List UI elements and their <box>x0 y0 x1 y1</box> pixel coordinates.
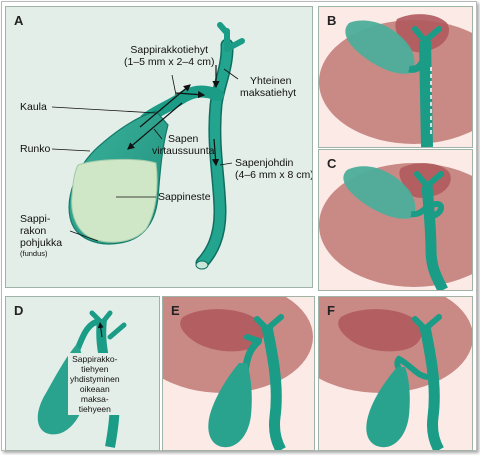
body-label: Runko <box>20 143 51 155</box>
hepatic-duct-branches <box>414 171 444 189</box>
hepatic-duct-branches <box>89 310 127 340</box>
liver-tissue <box>180 309 264 352</box>
cystic-duct-label: Sappirakkotiehyt (1–5 mm x 2–4 cm) <box>124 44 214 68</box>
hepatic-duct-branches <box>412 26 442 44</box>
label-line: (1–5 mm x 2–4 cm) <box>124 56 215 68</box>
panel-b: B <box>318 6 473 148</box>
panel-label-e: E <box>171 303 180 318</box>
label-line: Sapenjohdin <box>235 157 294 169</box>
flow-direction-label: Sapen virtaussuunta <box>152 133 214 157</box>
label-line: maksatiehyt <box>240 87 297 99</box>
label-line: Sappirakkotiehyt <box>130 44 209 56</box>
label-line: rakon <box>20 225 47 237</box>
label-line: yhdistyminen <box>70 374 120 384</box>
panel-label-f: F <box>327 303 335 318</box>
hepatic-duct-label: Yhteinen maksatiehyt <box>240 75 296 99</box>
label-line: (fundus) <box>20 249 48 258</box>
label-line: virtaussuunta <box>152 145 215 157</box>
panel-d: D Sappirakko- tiehyen yhdistyminen oikea… <box>5 296 160 451</box>
panel-e: E <box>162 296 315 451</box>
liver-tissue <box>338 309 422 352</box>
cystic-duct <box>410 200 445 219</box>
flow-arrow <box>211 138 220 167</box>
panel-e-illustration <box>163 297 313 450</box>
bile-duct-label: Sapenjohdin (4–6 mm x 8 cm) <box>235 157 313 181</box>
bile-duct <box>261 325 286 450</box>
panel-a: A Sappirakkotiehyt (1–5 mm x 2–4 cm) Yht… <box>5 6 313 288</box>
panel-c: C <box>318 149 473 291</box>
panel-label-b: B <box>327 13 337 28</box>
junction-label: Sappirakko- tiehyen yhdistyminen oikeaan… <box>68 353 122 415</box>
panel-b-illustration <box>319 14 472 147</box>
label-line: maksa- <box>80 394 109 404</box>
label-line: Sapen <box>168 133 199 145</box>
label-line: pohjukka <box>20 237 63 249</box>
gallbladder <box>343 166 416 219</box>
bile-fill <box>71 158 158 243</box>
label-line: (4–6 mm x 8 cm) <box>235 169 313 181</box>
neck-label: Kaula <box>20 101 47 113</box>
panel-f: F <box>318 296 473 451</box>
panel-a-illustration <box>51 22 245 270</box>
hepatic-duct-branches <box>217 22 245 52</box>
bile-duct <box>419 325 444 450</box>
label-line: tiehyen <box>81 364 109 374</box>
gallbladder <box>345 20 415 74</box>
label-line: Sappirakko- <box>72 354 118 364</box>
gallbladder <box>366 367 410 448</box>
flow-arrow <box>139 84 191 128</box>
label-line: tiehyeen <box>78 404 111 414</box>
fundus-label: Sappi- rakon pohjukka (fundus) <box>20 213 62 258</box>
bile-label: Sappineste <box>158 191 211 203</box>
panel-f-illustration <box>319 297 472 450</box>
label-line: Yhteinen <box>250 75 292 87</box>
panel-c-illustration <box>319 163 472 290</box>
hepatic-duct-branches <box>412 314 442 332</box>
panel-label-a: A <box>14 13 24 28</box>
leader-lines <box>51 68 239 242</box>
label-line: Sappi- <box>20 213 51 225</box>
gallbladder <box>208 363 252 448</box>
label-line: oikeaan <box>79 384 110 394</box>
panel-label-d: D <box>14 303 24 318</box>
pointer-arrow <box>97 322 104 338</box>
panel-label-c: C <box>327 156 337 171</box>
cystic-duct <box>408 54 429 73</box>
flow-arrow <box>127 102 183 150</box>
